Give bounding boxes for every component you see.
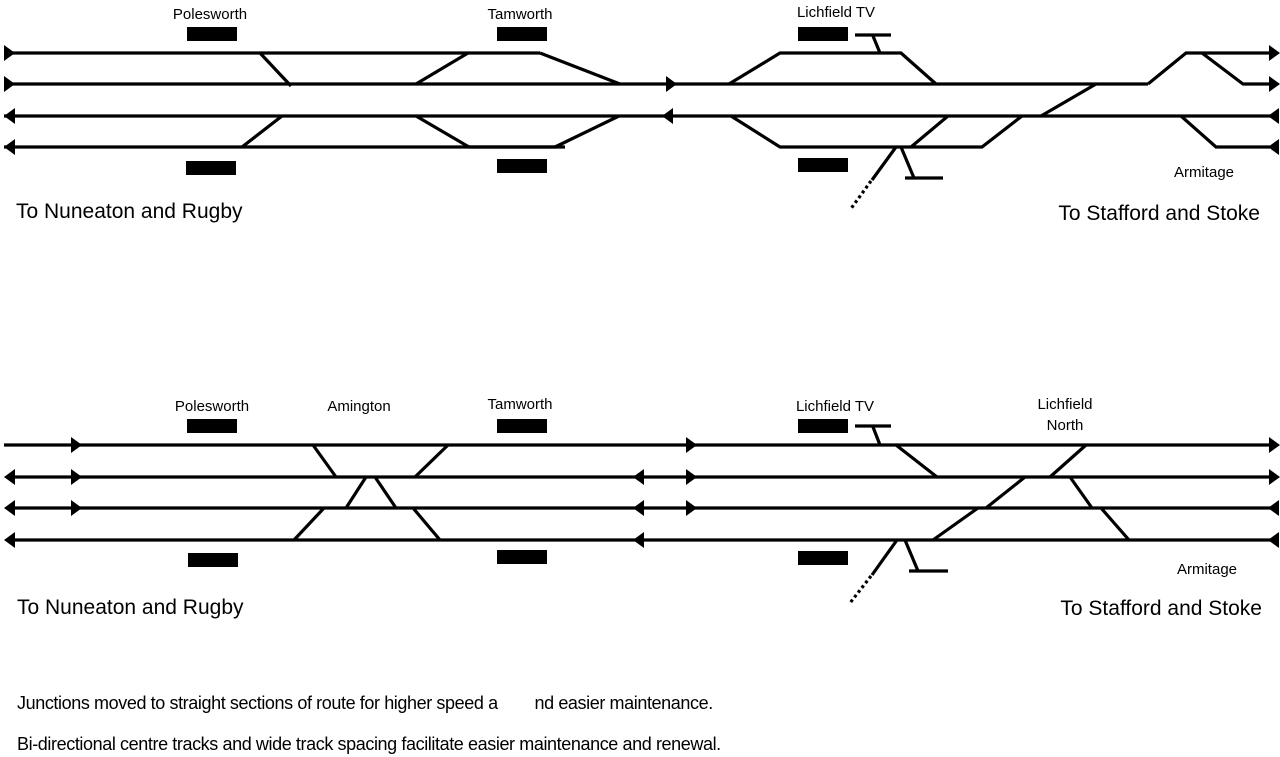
label-tamworth: Tamworth xyxy=(487,6,552,23)
arrow-right-icon xyxy=(71,437,82,453)
crossover xyxy=(413,443,450,479)
platform-polesworth-up xyxy=(187,419,237,433)
arrow-left-icon xyxy=(633,532,644,548)
armitage-down xyxy=(1179,114,1270,149)
high-level-stub xyxy=(871,35,882,54)
platform-tamworth-up xyxy=(497,419,547,433)
label-armitage: Armitage xyxy=(1174,164,1234,181)
arrow-left-icon xyxy=(1268,532,1279,548)
branch-line xyxy=(870,539,899,576)
label-lichfield-tv: Lichfield TV xyxy=(796,398,874,415)
loop-down xyxy=(730,114,1023,149)
caption-bidirectional: Bi-directional centre tracks and wide tr… xyxy=(17,734,721,754)
arrow-left-icon xyxy=(4,469,15,485)
arrow-left-icon xyxy=(633,469,644,485)
crossover xyxy=(311,444,338,478)
crossover xyxy=(1040,82,1097,118)
arrow-right-icon xyxy=(4,45,15,61)
arrow-right-icon xyxy=(4,76,15,92)
label-lichfield-tv: Lichfield TV xyxy=(797,4,875,21)
arrow-right-icon xyxy=(1269,45,1280,61)
platform-tamworth-down xyxy=(497,159,547,173)
arrow-left-icon xyxy=(1268,108,1279,124)
crossover xyxy=(932,506,979,542)
platform-lichfield-tv-down xyxy=(798,158,848,172)
label-polesworth: Polesworth xyxy=(173,6,247,23)
loop-up xyxy=(728,51,938,86)
low-level-stub xyxy=(899,146,916,179)
label-polesworth: Polesworth xyxy=(175,398,249,415)
arrow-left-icon xyxy=(1268,139,1279,155)
armitage-up xyxy=(1146,51,1270,86)
arrow-right-icon xyxy=(1269,76,1280,92)
arrow-left-icon xyxy=(4,139,15,155)
crossover xyxy=(415,114,470,149)
platforms xyxy=(186,27,848,567)
label-amington: Amington xyxy=(327,398,390,415)
platform-tamworth-down xyxy=(497,550,547,564)
arrow-right-icon xyxy=(71,469,82,485)
destination-left: To Nuneaton and Rugby xyxy=(17,596,244,619)
crossover xyxy=(292,506,326,542)
arrow-left-icon xyxy=(4,500,15,516)
arrow-right-icon xyxy=(686,469,697,485)
destination-right: To Stafford and Stoke xyxy=(1058,202,1260,225)
crossover xyxy=(1099,506,1131,542)
label-armitage: Armitage xyxy=(1177,561,1237,578)
crossover xyxy=(1068,476,1094,509)
label-lichfield-north-line1: Lichfield xyxy=(1037,396,1092,413)
caption-junctions: Junctions moved to straight sections of … xyxy=(17,693,713,713)
destination-left: To Nuneaton and Rugby xyxy=(16,200,243,223)
platform-lichfield-tv-up xyxy=(798,419,848,433)
arrow-left-icon xyxy=(662,108,673,124)
crossover xyxy=(258,51,293,88)
platform-polesworth-down xyxy=(186,161,236,175)
current-layout xyxy=(4,33,1278,211)
crossover xyxy=(415,51,469,86)
arrow-left-icon xyxy=(633,500,644,516)
branch-dotted xyxy=(848,180,873,211)
high-level-stub xyxy=(871,426,882,446)
platform-lichfield-tv-down xyxy=(798,551,848,565)
arrow-right-icon xyxy=(686,500,697,516)
platform-lichfield-tv-up xyxy=(798,27,848,41)
platform-tamworth-up xyxy=(497,27,547,41)
arrow-left-icon xyxy=(4,532,15,548)
armitage-up-2 xyxy=(1201,51,1270,86)
low-level-stub xyxy=(903,539,920,572)
platform-polesworth-down xyxy=(188,553,238,567)
arrow-right-icon xyxy=(666,76,677,92)
label-lichfield-north-line2: North xyxy=(1047,417,1084,434)
branch-line xyxy=(870,146,898,181)
crossover xyxy=(539,51,621,86)
direction-arrows xyxy=(4,45,1280,548)
crossover xyxy=(985,475,1026,510)
crossover xyxy=(344,476,368,509)
arrow-right-icon xyxy=(1269,469,1280,485)
arrow-right-icon xyxy=(1269,437,1280,453)
arrow-right-icon xyxy=(686,437,697,453)
proposed-layout xyxy=(4,424,1278,604)
crossover xyxy=(241,114,283,149)
crossover xyxy=(909,114,950,149)
platform-polesworth-up xyxy=(187,27,237,41)
destination-right: To Stafford and Stoke xyxy=(1060,597,1262,620)
arrow-right-icon xyxy=(71,500,82,516)
crossover xyxy=(895,443,938,479)
crossover xyxy=(411,506,442,542)
crossover xyxy=(373,476,398,509)
arrow-left-icon xyxy=(4,108,15,124)
arrow-left-icon xyxy=(1268,500,1279,516)
crossover xyxy=(554,114,620,149)
crossover xyxy=(1048,443,1088,479)
branch-dotted xyxy=(848,575,873,604)
label-tamworth: Tamworth xyxy=(487,396,552,413)
